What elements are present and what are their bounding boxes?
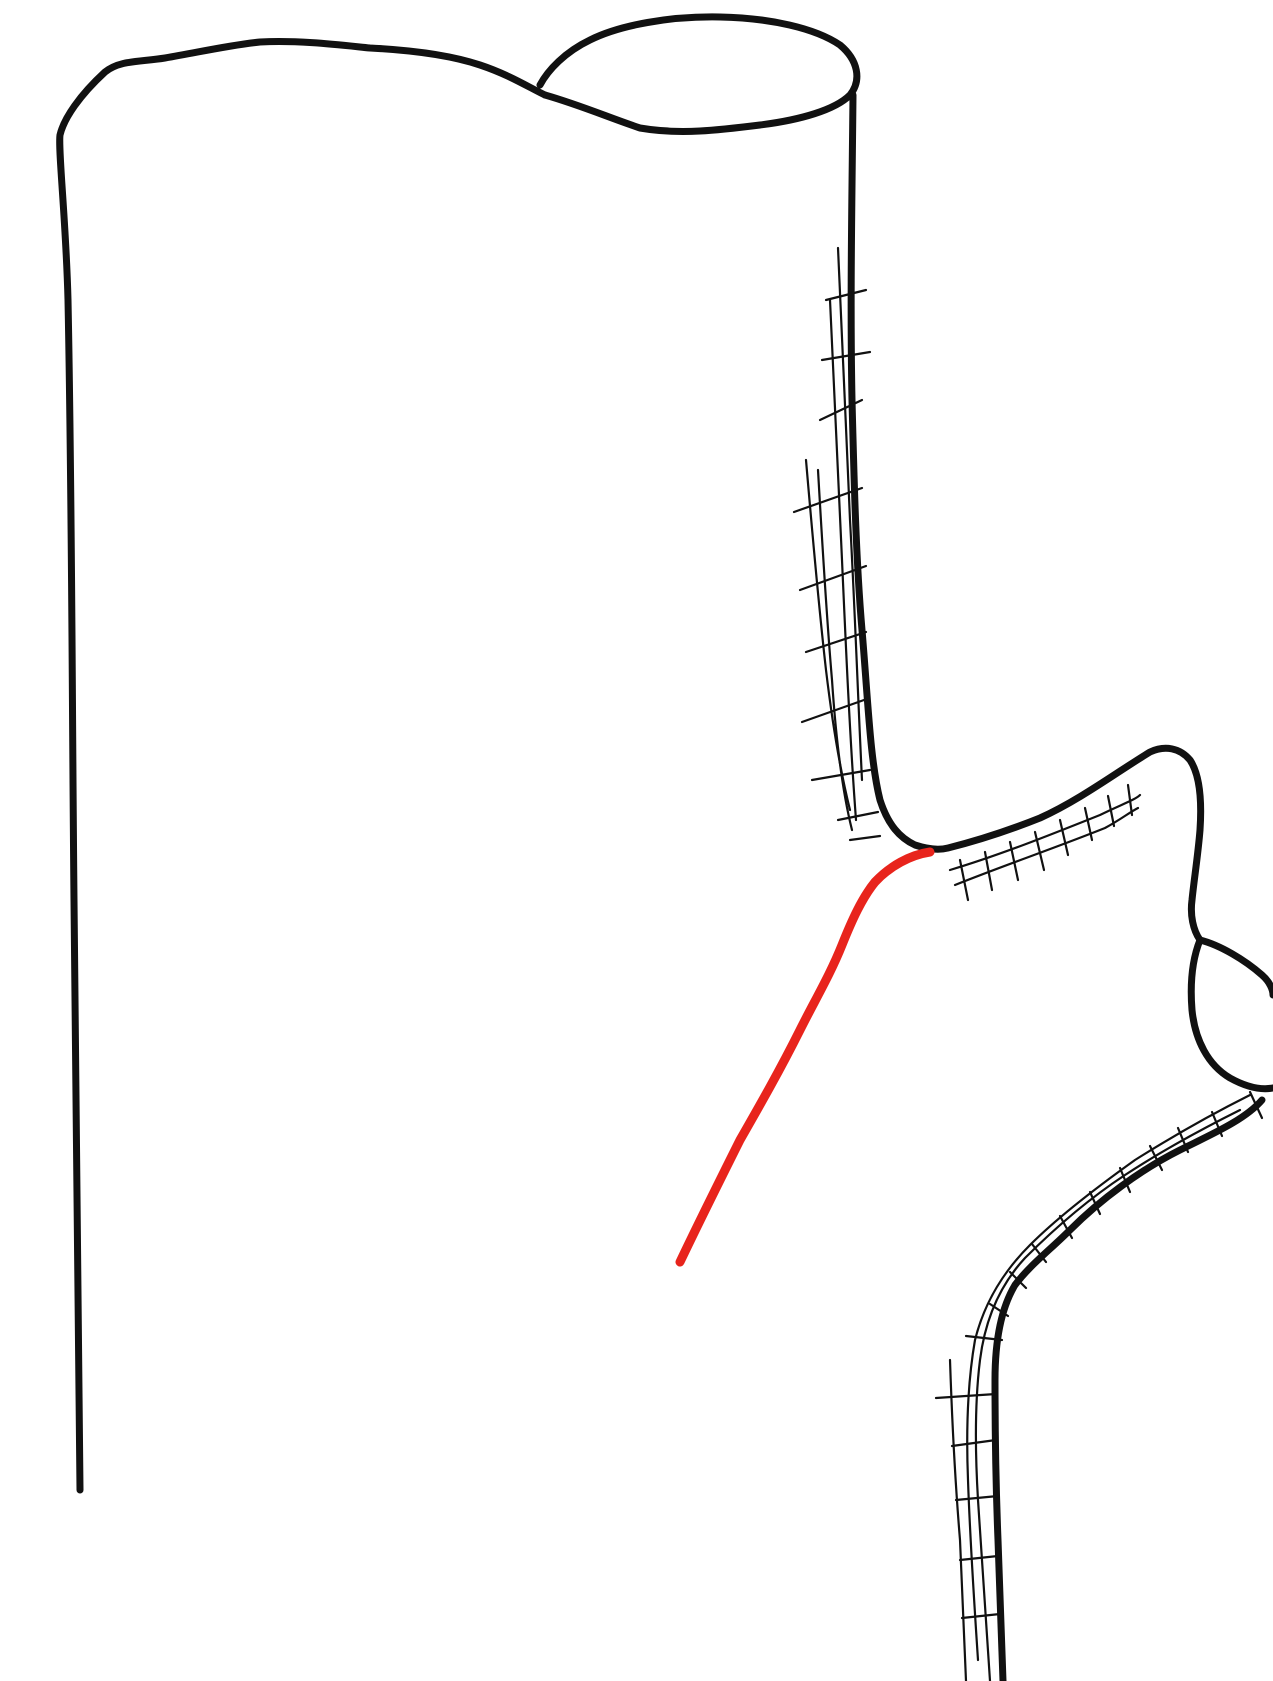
main-vessel-left-wall xyxy=(60,42,545,1490)
main-vessel-top-opening xyxy=(540,17,857,132)
main-vessel-hatching xyxy=(794,248,880,840)
incision-line xyxy=(680,852,930,1262)
branch-lower-hatching xyxy=(936,1092,1262,1681)
main-vessel-right-wall xyxy=(851,95,1201,940)
side-branch-opening xyxy=(1191,940,1273,1089)
